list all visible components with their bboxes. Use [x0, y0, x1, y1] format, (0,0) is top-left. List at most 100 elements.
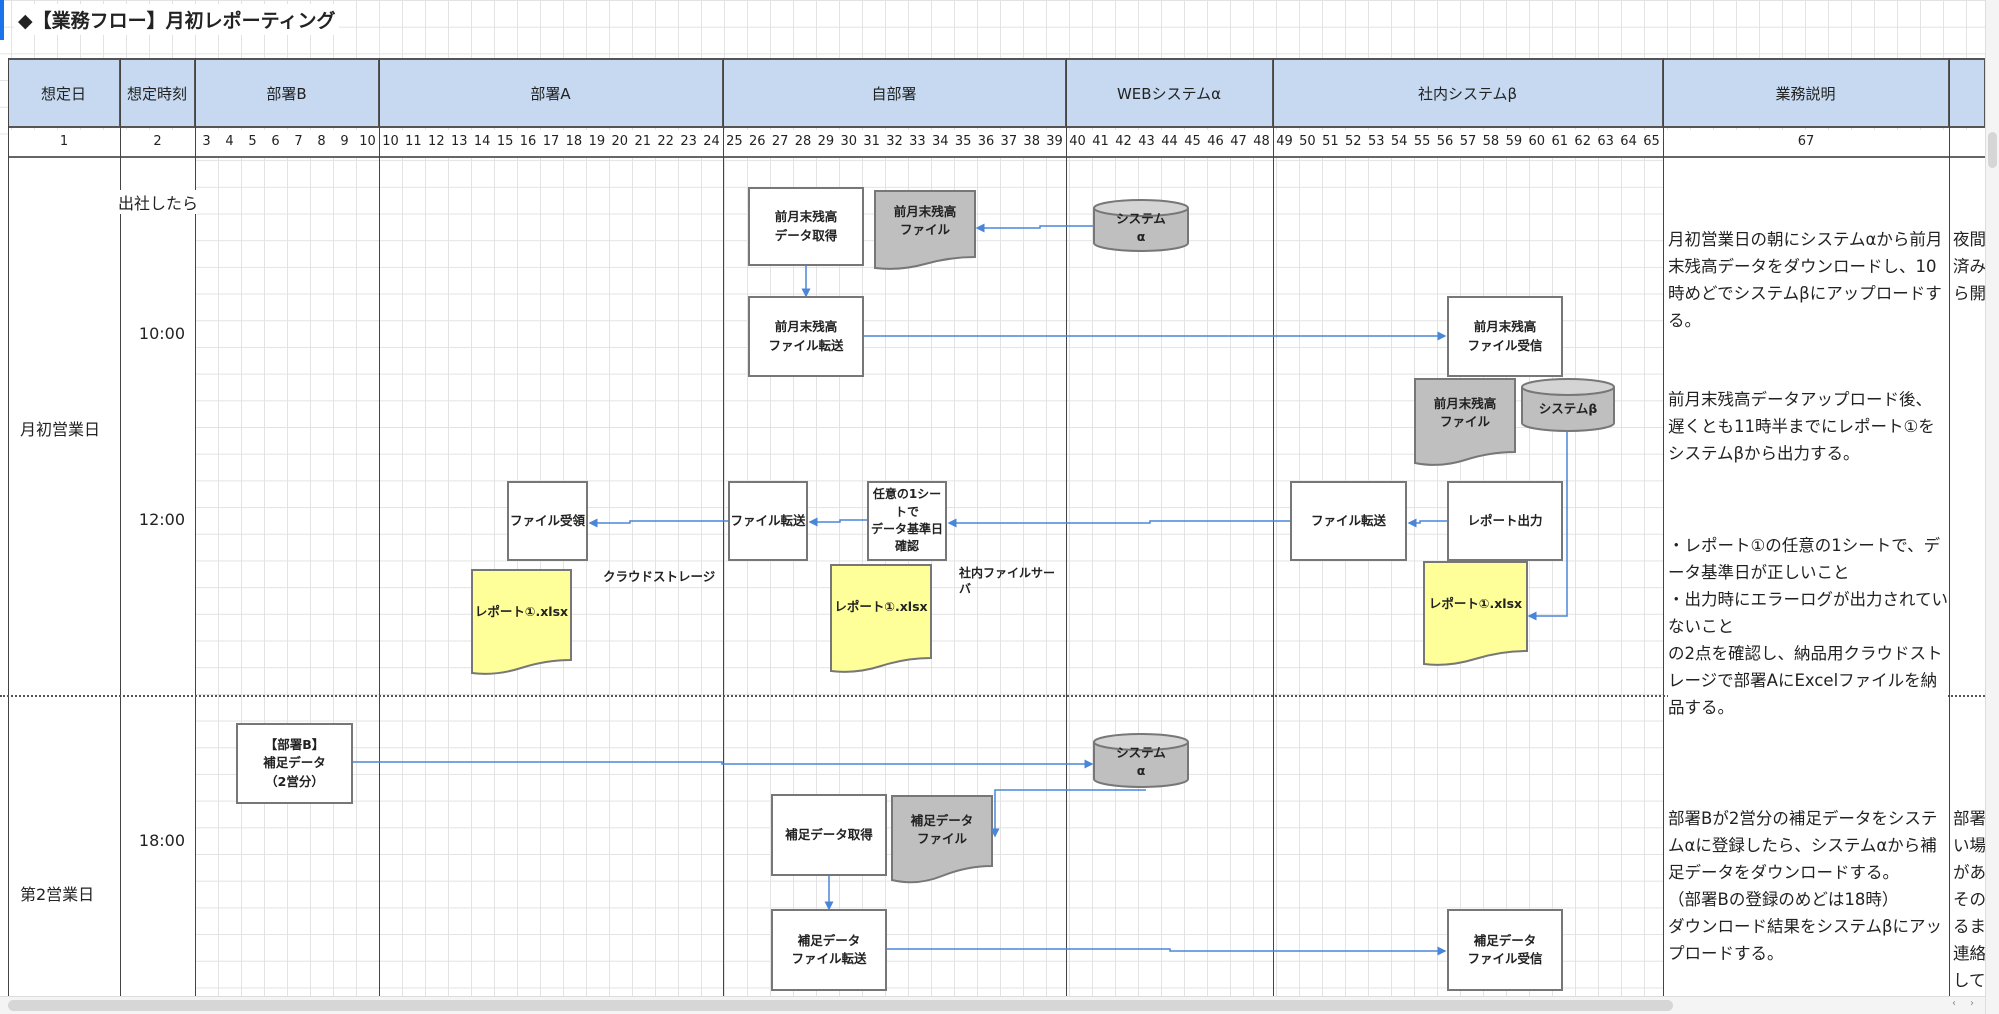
- col-number: 23: [680, 134, 697, 149]
- col-number-1: 1: [59, 134, 69, 149]
- col-number: 7: [294, 134, 303, 149]
- header-extra: [1949, 58, 1985, 128]
- col-number: 12: [428, 134, 445, 149]
- col-number: 22: [657, 134, 674, 149]
- col-number: 10: [359, 134, 376, 149]
- selection-marker: [0, 0, 4, 40]
- col-number: 49: [1276, 134, 1293, 149]
- col-number: 31: [863, 134, 880, 149]
- time-1800: 18:00: [138, 831, 185, 850]
- col-number: 17: [542, 134, 560, 149]
- col-number: 30: [840, 134, 858, 149]
- doc-report-beta[interactable]: レポート①.xlsx: [1428, 596, 1523, 612]
- col-number: 46: [1207, 134, 1224, 149]
- col-number: 8: [317, 134, 326, 149]
- col-number: 19: [588, 134, 606, 149]
- divider: [1663, 58, 1664, 996]
- extra-text: 連絡: [1953, 944, 1985, 963]
- extra-text: があ: [1953, 863, 1985, 882]
- time-1000: 10:00: [138, 324, 185, 343]
- col-number: 37: [1000, 134, 1018, 149]
- time-arrival: 出社したら: [118, 190, 199, 214]
- extra-text: るま: [1953, 917, 1985, 936]
- col-number: 43: [1138, 134, 1155, 149]
- db-system-alpha-2[interactable]: システム α: [1116, 744, 1166, 778]
- db-system-alpha[interactable]: システム α: [1116, 210, 1166, 244]
- date-time-columns: [0, 158, 195, 996]
- col-number: 60: [1528, 134, 1546, 149]
- horizontal-scrollbar[interactable]: ‹ ›: [0, 996, 1985, 1014]
- process-get-supplement[interactable]: 補足データ取得: [771, 794, 887, 876]
- vertical-scroll-thumb[interactable]: [1988, 132, 1997, 168]
- col-number: 5: [248, 134, 257, 149]
- col-number: 4: [225, 134, 234, 149]
- scroll-left-icon[interactable]: ‹: [1952, 998, 1956, 1009]
- description-2: 前月末残高データアップロード後、遅くとも11時半までにレポート①をシステムβから…: [1668, 386, 1948, 467]
- col-number: 57: [1459, 134, 1477, 149]
- col-number: 50: [1299, 134, 1316, 149]
- label-cloud-storage: クラウドストレージ: [603, 569, 716, 584]
- description-1: 月初営業日の朝にシステムαから前月末残高データをダウンロードし、10時めどでシス…: [1668, 226, 1948, 334]
- scroll-right-icon[interactable]: ›: [1970, 998, 1974, 1009]
- day-separator: [0, 695, 1985, 697]
- divider: [120, 58, 121, 996]
- extra-text: ら開: [1953, 284, 1985, 303]
- doc-report-cloud[interactable]: レポート①.xlsx: [474, 604, 569, 620]
- extra-column-day1: 夜間 済み ら開: [1953, 226, 1985, 307]
- extra-text: 部署: [1953, 809, 1985, 828]
- doc-report-own[interactable]: レポート①.xlsx: [834, 599, 928, 615]
- col-number: 6: [271, 134, 280, 149]
- col-number: 47: [1230, 134, 1247, 149]
- col-number: 24: [703, 134, 720, 149]
- doc-balance-file[interactable]: 前月末残高 ファイル: [893, 203, 957, 237]
- col-number: 62: [1574, 134, 1591, 149]
- horizontal-scroll-thumb[interactable]: [8, 1000, 1673, 1011]
- col-number: 20: [611, 134, 629, 149]
- db-system-beta[interactable]: システムβ: [1538, 400, 1598, 416]
- description-3: ・レポート①の任意の1シートで、データ基準日が正しいこと ・出力時にエラーログが…: [1668, 532, 1948, 721]
- col-number: 53: [1367, 134, 1385, 149]
- col-number: 54: [1390, 134, 1408, 149]
- process-file-transfer-own[interactable]: ファイル転送: [728, 481, 808, 561]
- process-receive-supplement[interactable]: 補足データ ファイル受信: [1447, 909, 1563, 991]
- divider: [1949, 58, 1950, 996]
- process-send-supplement[interactable]: 補足データ ファイル転送: [771, 909, 887, 991]
- col-number: 58: [1482, 134, 1500, 149]
- col-number: 65: [1643, 134, 1660, 149]
- process-receive-balance-file[interactable]: 前月末残高 ファイル受信: [1447, 296, 1563, 377]
- header-own-dept: 自部署: [723, 58, 1066, 128]
- header-description: 業務説明: [1663, 58, 1949, 128]
- col-number: 16: [519, 134, 537, 149]
- col-number: 21: [634, 134, 651, 149]
- col-number: 33: [909, 134, 926, 149]
- header-time: 想定時刻: [120, 58, 195, 128]
- process-report-output[interactable]: レポート出力: [1447, 481, 1563, 561]
- col-number: 48: [1253, 134, 1270, 149]
- col-number: 26: [749, 134, 766, 149]
- col-number: 13: [450, 134, 468, 149]
- doc-supplement-file[interactable]: 補足データ ファイル: [910, 812, 974, 846]
- col-number: 38: [1023, 134, 1040, 149]
- description-day2: 部署Bが2営分の補足データをシステムαに登録したら、システムαから補足データをダ…: [1668, 805, 1948, 967]
- col-number: 27: [771, 134, 789, 149]
- vertical-scrollbar[interactable]: [1985, 0, 1999, 1014]
- process-check-date[interactable]: 任意の1シートで データ基準日 確認: [867, 481, 947, 561]
- process-deptb-supplement[interactable]: 【部署B】 補足データ （2営分）: [236, 723, 353, 804]
- process-send-balance-file[interactable]: 前月末残高 ファイル転送: [748, 296, 864, 377]
- extra-text: 済み: [1953, 257, 1985, 276]
- process-file-receipt[interactable]: ファイル受領: [507, 481, 588, 561]
- column-number-row: [8, 130, 1985, 158]
- col-number: 39: [1046, 134, 1063, 149]
- col-number: 28: [794, 134, 812, 149]
- col-number: 32: [886, 134, 903, 149]
- process-get-balance-data[interactable]: 前月末残高 データ取得: [748, 187, 864, 266]
- doc-balance-file-beta[interactable]: 前月末残高 ファイル: [1433, 395, 1497, 429]
- col-number: 9: [340, 134, 349, 149]
- divider: [723, 58, 724, 996]
- col-number: 34: [931, 134, 949, 149]
- process-file-transfer-beta[interactable]: ファイル転送: [1290, 481, 1407, 561]
- header-internal-system: 社内システムβ: [1273, 58, 1663, 128]
- col-number: 10: [382, 134, 399, 149]
- col-number: 35: [954, 134, 972, 149]
- divider: [1273, 58, 1274, 996]
